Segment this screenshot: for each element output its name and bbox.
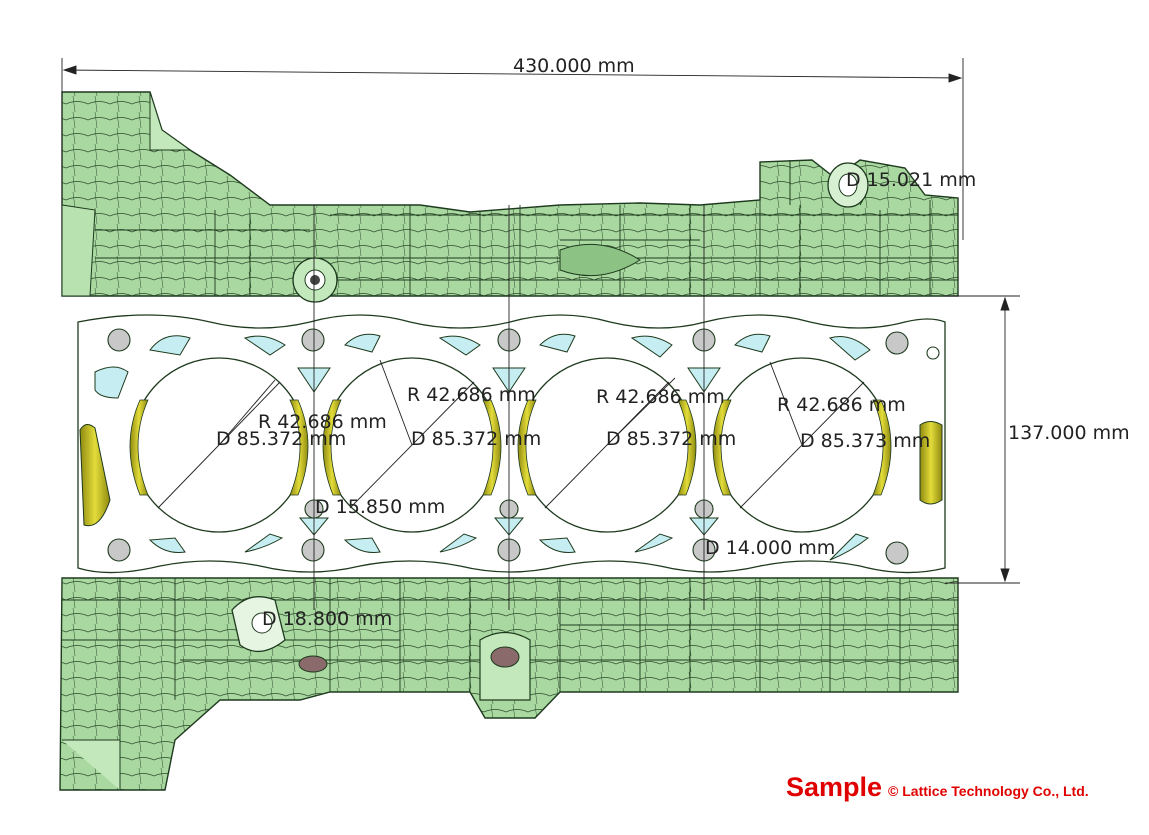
dim-bore-diameter-4: D 85.373 mm <box>800 430 930 452</box>
watermark-label: Sample <box>786 772 883 802</box>
dim-bore-radius-1: R 42.686 mm <box>258 411 387 433</box>
lower-block <box>59 577 959 791</box>
dim-bore-diameter-2: D 85.372 mm <box>411 428 541 450</box>
head-bolt-holes <box>107 328 940 565</box>
dim-bottom-boss-diameter: D 18.800 mm <box>262 608 392 630</box>
upper-block <box>61 91 959 303</box>
dim-top-boss-diameter: D 15.021 mm <box>846 169 976 191</box>
dimension-lines <box>61 58 1020 610</box>
dim-small-hole-diameter: D 14.000 mm <box>705 537 835 559</box>
head-gasket-face <box>77 314 946 574</box>
dim-bore-diameter-1: D 85.372 mm <box>216 428 346 450</box>
dim-overall-length: 430.000 mm <box>513 55 635 77</box>
dim-gasket-height: 137.000 mm <box>1008 422 1130 444</box>
dim-bore-radius-4: R 42.686 mm <box>777 394 906 416</box>
dim-bore-radius-2: R 42.686 mm <box>407 384 536 406</box>
watermark-copyright: © Lattice Technology Co., Ltd. <box>888 783 1089 799</box>
dim-bore-diameter-3: D 85.372 mm <box>606 428 736 450</box>
dim-bolt-hole-diameter: D 15.850 mm <box>315 496 445 518</box>
sample-watermark: Sample © Lattice Technology Co., Ltd. <box>786 772 1089 803</box>
dim-bore-radius-3: R 42.686 mm <box>596 386 725 408</box>
